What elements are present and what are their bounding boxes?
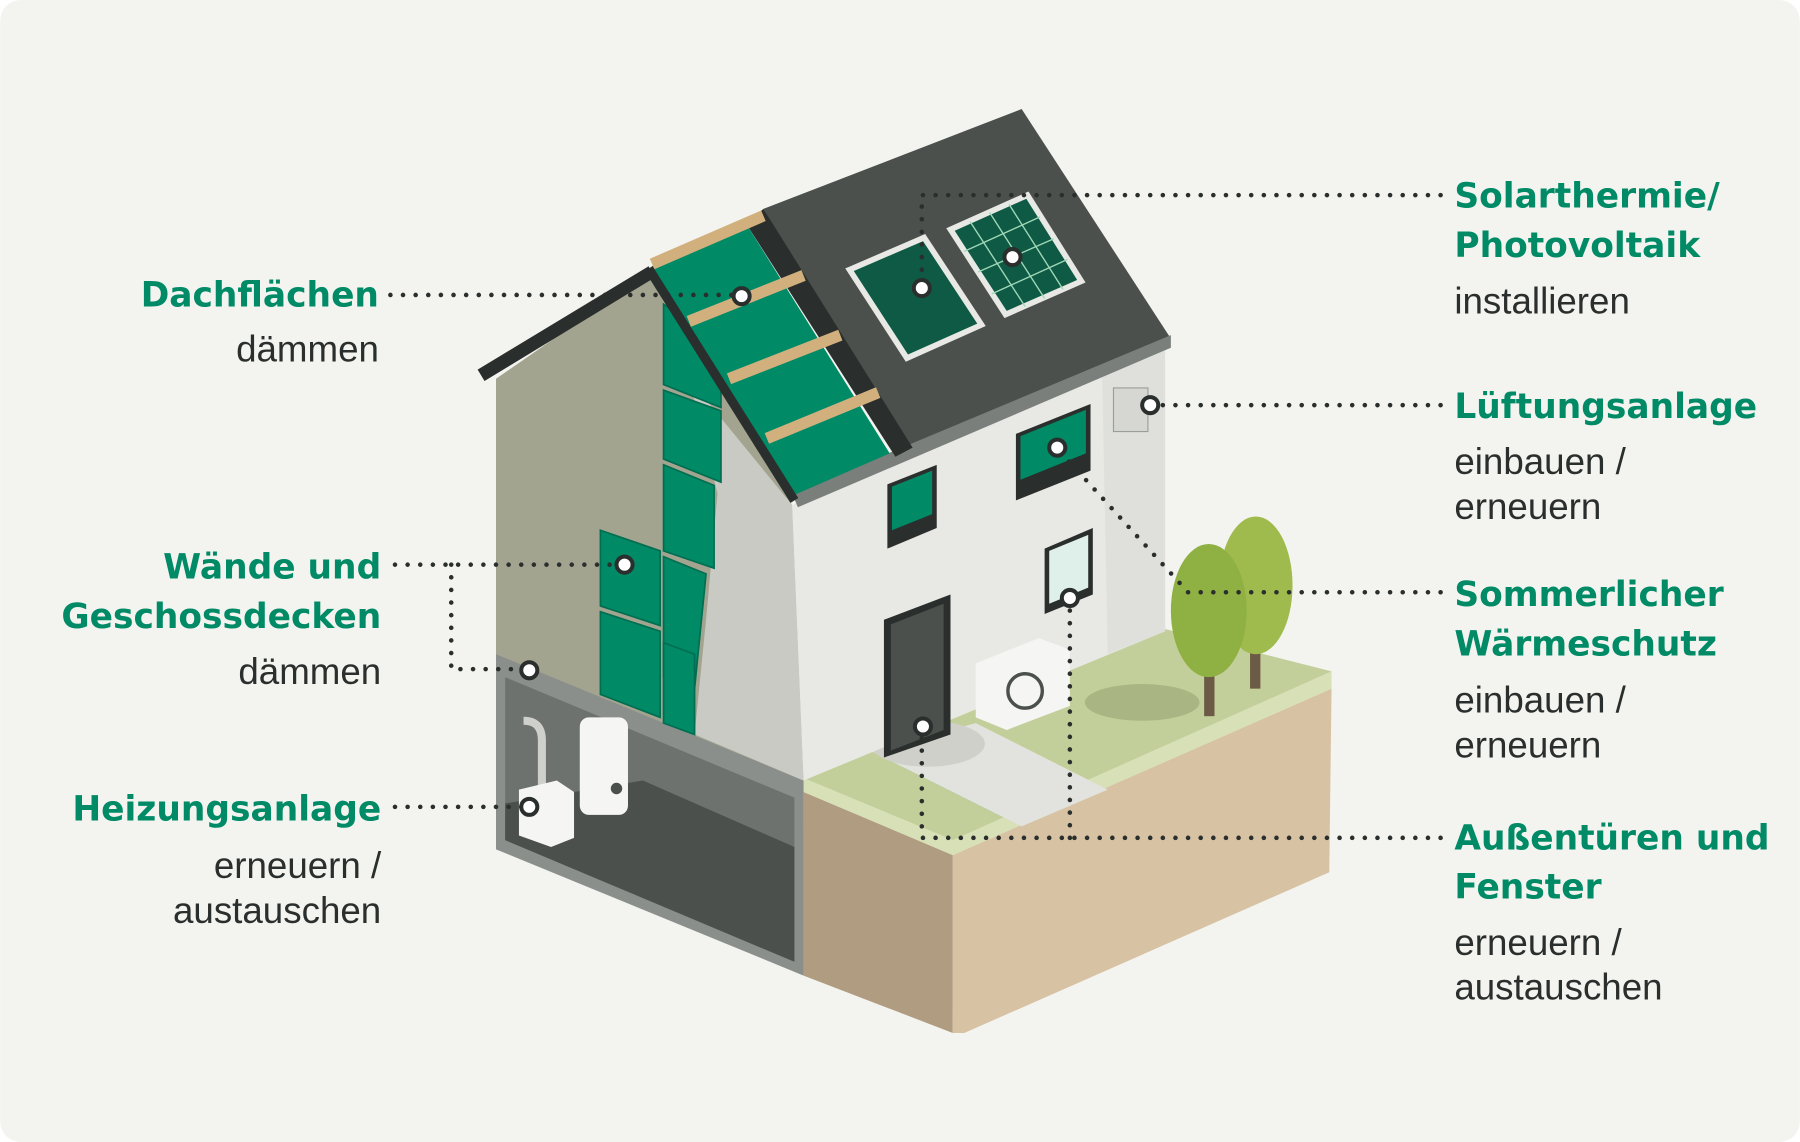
label-solar-action: installieren [1454,280,1630,321]
gable-eave [477,266,655,382]
label-doors: Außentüren und Fenster erneuern / austau… [1454,818,1769,1007]
label-walls: Wände und Geschossdecken dämmen [61,547,381,692]
front-door-panel [890,603,944,751]
label-summer-action-1: einbauen / [1454,680,1626,721]
lawn-surface [803,628,1332,841]
tree-shadow [1084,684,1200,721]
roof-surface [763,109,1171,450]
tank-gauge [610,782,623,795]
soil-right-face [952,688,1332,1033]
pv-grid [963,203,1068,307]
leader-floors [448,562,525,672]
leader-lines [388,192,1443,841]
label-doors-action-2: austauschen [1454,967,1662,1008]
marker-door [912,716,933,737]
label-ventilation-action-1: einbauen / [1454,441,1626,482]
solar-panel-thermal [845,233,986,362]
marker-solar-thermal [911,278,932,299]
water-tank [579,717,628,815]
roof-eave-edge [792,335,1171,508]
markers [519,247,1161,817]
marker-floor [519,660,540,681]
roof-cut-edge [644,266,799,503]
ac-unit [975,638,1070,730]
label-ventilation-action-2: erneuern [1454,486,1601,527]
label-ventilation-title: Lüftungsanlage [1454,387,1757,427]
label-heating-action-2: austauschen [173,890,381,931]
label-roof-action: dämmen [236,329,379,370]
label-doors-title-2: Fenster [1454,868,1601,908]
trees [1170,516,1293,717]
label-heating-title: Heizungsanlage [72,790,381,830]
marker-window [1059,587,1080,609]
label-solar-title-1: Solarthermie/ [1454,177,1720,217]
label-ventilation: Lüftungsanlage einbauen / erneuern [1454,387,1757,527]
marker-heating [519,796,540,817]
marker-walls [614,554,635,575]
label-summer-title-1: Sommerlicher [1454,575,1723,615]
window-lower-glass [1049,534,1089,604]
leader-door [919,729,1443,841]
label-walls-title-1: Wände und [163,547,381,587]
leader-summer [1058,449,1443,595]
tree-trunk-front [1204,654,1215,717]
label-heating: Heizungsanlage erneuern / austauschen [72,790,382,931]
marker-roof [731,286,752,307]
label-summer: Sommerlicher Wärmeschutz einbauen / erne… [1454,575,1723,766]
label-doors-action-1: erneuern / [1454,922,1622,963]
marker-solar-pv [1002,247,1023,268]
marker-ventilation [1140,395,1161,416]
label-doors-title-1: Außentüren und [1454,818,1769,858]
basement-floor [505,780,795,962]
marker-shutter [1047,437,1068,458]
label-walls-action: dämmen [238,651,381,692]
facade-details [883,387,1149,758]
basement-cutaway [495,651,804,976]
tree-trunk-back [1250,619,1261,689]
label-solar-title-2: Photovoltaik [1454,226,1701,266]
boiler [518,780,575,848]
roof [477,109,1171,508]
heating-pipe [523,716,546,792]
label-summer-action-2: erneuern [1454,725,1601,766]
ac-fan-icon [1006,672,1045,710]
label-roof: Dachflächen dämmen [141,275,379,369]
roof-rafters [649,210,881,444]
shutter-slats-left [891,470,933,531]
label-walls-title-2: Geschossdecken [61,597,381,637]
soil-left-face [803,791,953,1033]
label-solar: Solarthermie/ Photovoltaik installieren [1454,177,1720,322]
wall-insulation-panels [599,302,722,736]
label-heating-action-1: erneuern / [214,845,382,886]
label-summer-title-2: Wärmeschutz [1454,624,1717,664]
tree-crown-front [1170,544,1247,678]
label-roof-title: Dachflächen [141,275,379,315]
leader-solar [919,192,1443,284]
ground-block [803,628,1332,1033]
